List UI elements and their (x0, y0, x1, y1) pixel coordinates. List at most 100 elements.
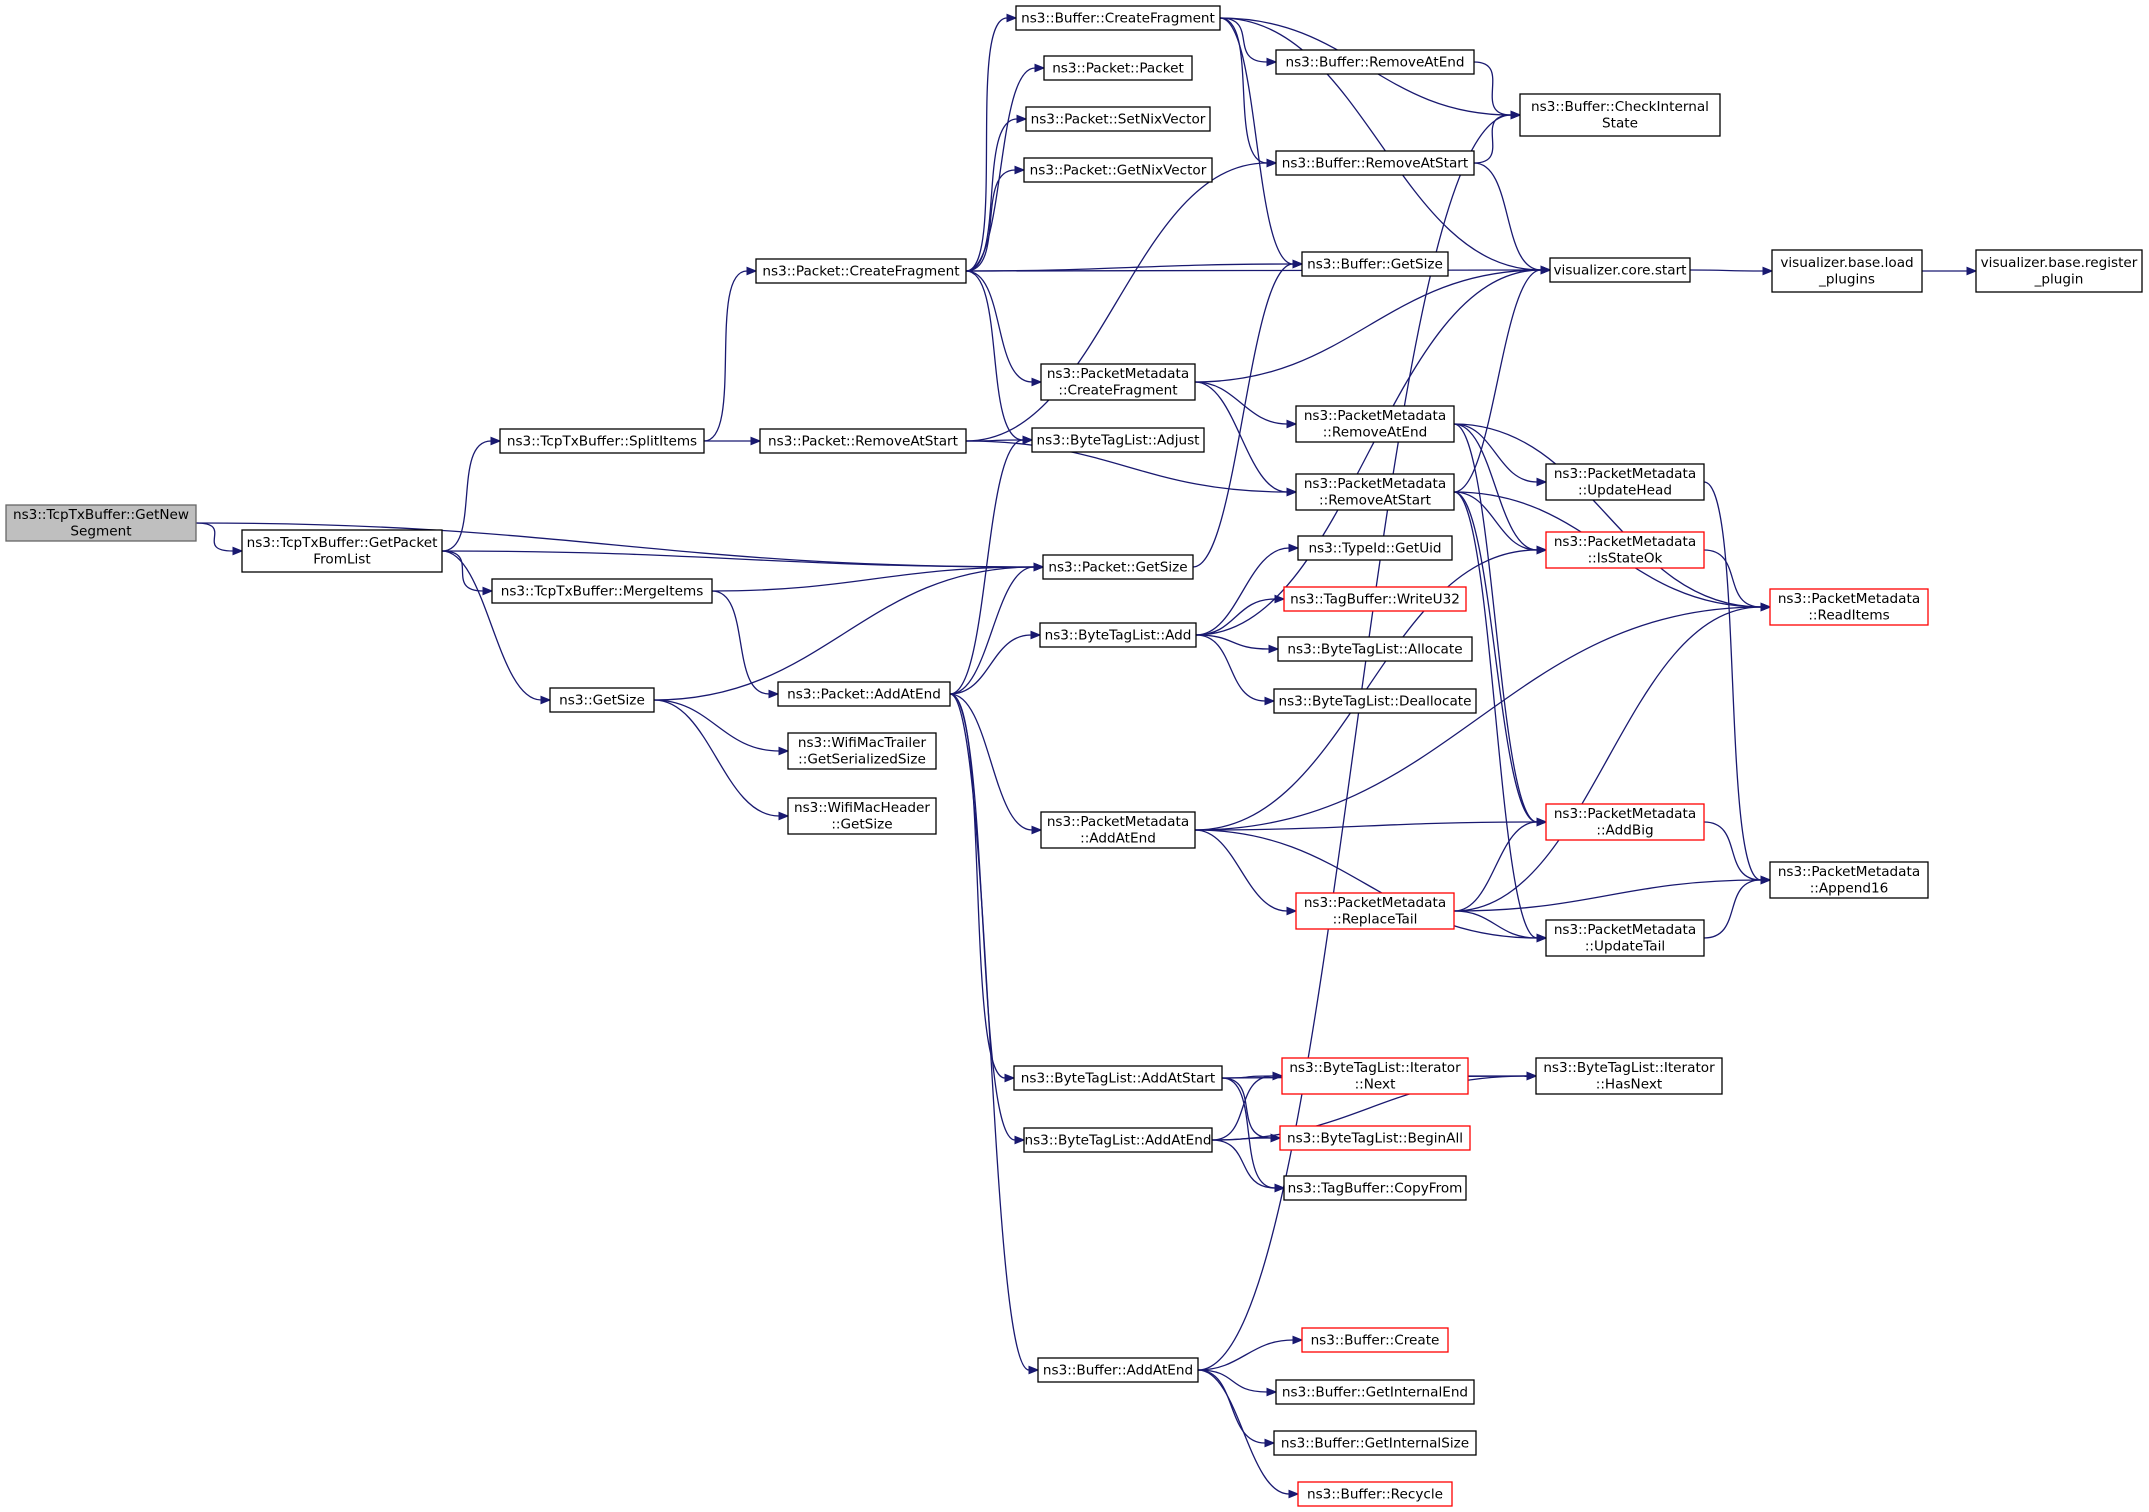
arrowhead (746, 266, 758, 276)
node-buffer-getinternalend[interactable]: ns3::Buffer::GetInternalEnd (1275, 1379, 1475, 1405)
node-box (1519, 93, 1721, 137)
node-packet-createfragment[interactable]: ns3::Packet::CreateFragment (755, 258, 967, 284)
node-label: ns3::Buffer::RemoveAtStart (1282, 155, 1468, 171)
node-viz-base-register[interactable]: visualizer.base.register_plugin (1975, 249, 2143, 293)
node-tagbuffer-writeu32[interactable]: ns3::TagBuffer::WriteU32 (1283, 586, 1467, 612)
node-layer: ns3::TcpTxBuffer::GetNewSegmentns3::TcpT… (5, 5, 2143, 1507)
edge-buffer-removeatstart-to-viz-core-start (1473, 162, 1552, 275)
arrowhead (1268, 644, 1280, 654)
node-label: ns3::PacketMetadata (1778, 864, 1920, 880)
node-packet-setnix[interactable]: ns3::Packet::SetNixVector (1025, 106, 1211, 132)
arrowhead (1031, 825, 1043, 835)
node-label: ns3::Packet::Packet (1052, 60, 1184, 76)
node-pm-updatehead[interactable]: ns3::PacketMetadata::UpdateHead (1545, 463, 1705, 501)
node-box (241, 529, 443, 573)
node-wifimacheader[interactable]: ns3::WifiMacHeader::GetSize (787, 797, 937, 835)
node-getsize[interactable]: ns3::GetSize (549, 687, 655, 713)
node-btl-addatstart[interactable]: ns3::ByteTagList::AddAtStart (1013, 1065, 1223, 1091)
edge-btl-add-to-btl-deallocate (1195, 634, 1276, 706)
node-btl-iter-next[interactable]: ns3::ByteTagList::Iterator::Next (1281, 1057, 1469, 1095)
node-label: ns3::TcpTxBuffer::GetNew (13, 507, 189, 523)
node-packet-addatend[interactable]: ns3::Packet::AddAtEnd (777, 681, 951, 707)
node-packet-packet[interactable]: ns3::Packet::Packet (1043, 55, 1193, 81)
node-btl-adjust[interactable]: ns3::ByteTagList::Adjust (1031, 427, 1205, 453)
node-label: ::HasNext (1596, 1077, 1662, 1093)
node-buffer-removeatstart[interactable]: ns3::Buffer::RemoveAtStart (1275, 150, 1475, 176)
edge-packet-createfragment-to-btl-adjust (965, 270, 1034, 445)
node-btl-allocate[interactable]: ns3::ByteTagList::Allocate (1277, 636, 1473, 662)
edge-getpacketfromlist-to-splititems (441, 436, 502, 552)
node-label: ns3::Buffer::AddAtEnd (1043, 1362, 1193, 1378)
node-pm-removeatstart[interactable]: ns3::PacketMetadata::RemoveAtStart (1295, 473, 1455, 511)
node-buffer-removeatend[interactable]: ns3::Buffer::RemoveAtEnd (1275, 49, 1475, 75)
node-pm-removeatend[interactable]: ns3::PacketMetadata::RemoveAtEnd (1295, 405, 1455, 443)
edge-buffer-addatend-to-buffer-getinternalsize (1197, 1369, 1276, 1448)
node-label: ns3::Packet::GetSize (1048, 559, 1187, 575)
node-pm-readitems[interactable]: ns3::PacketMetadata::ReadItems (1769, 588, 1929, 626)
node-buffer-create[interactable]: ns3::Buffer::Create (1301, 1327, 1449, 1353)
node-label: ::AddAtEnd (1080, 831, 1156, 847)
node-wifimactrailer[interactable]: ns3::WifiMacTrailer::GetSerializedSize (787, 732, 937, 770)
node-label: ns3::Buffer::CreateFragment (1021, 10, 1215, 26)
node-box (1039, 622, 1197, 648)
edge-packet-createfragment-to-packet-setnix (965, 114, 1028, 272)
node-buffer-getsize[interactable]: ns3::Buffer::GetSize (1301, 251, 1449, 277)
node-btl-iter-hasnext[interactable]: ns3::ByteTagList::Iterator::HasNext (1535, 1057, 1723, 1095)
node-btl-addatend[interactable]: ns3::ByteTagList::AddAtEnd (1023, 1127, 1213, 1153)
node-pm-createfragment[interactable]: ns3::PacketMetadata::CreateFragment (1040, 363, 1196, 401)
node-label: ns3::ByteTagList::Iterator (1543, 1060, 1715, 1076)
node-tagbuffer-copyfrom[interactable]: ns3::TagBuffer::CopyFrom (1283, 1175, 1467, 1201)
node-mergeitems[interactable]: ns3::TcpTxBuffer::MergeItems (491, 578, 713, 604)
node-buffer-getinternalsize[interactable]: ns3::Buffer::GetInternalSize (1273, 1430, 1477, 1456)
node-label: ns3::ByteTagList::Deallocate (1278, 693, 1471, 709)
node-box (1273, 1430, 1477, 1456)
edge-getpacketfromlist-to-packet-getsize (441, 550, 1045, 572)
node-pm-updatetail[interactable]: ns3::PacketMetadata::UpdateTail (1545, 919, 1705, 957)
node-label: ns3::PacketMetadata (1304, 408, 1446, 424)
node-label: ns3::Buffer::GetSize (1307, 256, 1443, 272)
arrowhead (1033, 562, 1045, 572)
node-box (1042, 554, 1194, 580)
node-label: ::GetSize (831, 817, 892, 833)
node-buffer-createfragment[interactable]: ns3::Buffer::CreateFragment (1015, 5, 1221, 31)
node-btl-beginall[interactable]: ns3::ByteTagList::BeginAll (1279, 1125, 1471, 1151)
node-box (491, 578, 713, 604)
node-buffer-addatend[interactable]: ns3::Buffer::AddAtEnd (1037, 1357, 1199, 1383)
node-packet-getsize[interactable]: ns3::Packet::GetSize (1042, 554, 1194, 580)
node-buffer-recycle[interactable]: ns3::Buffer::Recycle (1297, 1481, 1453, 1507)
edge-getpacketfromlist-to-getsize (441, 550, 552, 705)
node-box (1023, 1127, 1213, 1153)
node-label: ::RemoveAtStart (1319, 493, 1431, 509)
node-pm-append16[interactable]: ns3::PacketMetadata::Append16 (1769, 861, 1929, 899)
node-viz-core-start[interactable]: visualizer.core.start (1549, 257, 1691, 283)
node-label: ns3::TcpTxBuffer::GetPacket (247, 535, 438, 551)
arrowhead (1030, 630, 1042, 640)
node-box (777, 681, 951, 707)
node-pm-isstateok[interactable]: ns3::PacketMetadata::IsStateOk (1545, 531, 1705, 569)
node-splititems[interactable]: ns3::TcpTxBuffer::SplitItems (499, 428, 705, 454)
node-box (1031, 427, 1205, 453)
node-box (1025, 106, 1211, 132)
node-btl-deallocate[interactable]: ns3::ByteTagList::Deallocate (1273, 688, 1477, 714)
edge-btl-add-to-tagbuffer-writeu32 (1195, 594, 1286, 636)
arrowhead (1014, 1135, 1026, 1145)
node-packet-removeatstart[interactable]: ns3::Packet::RemoveAtStart (759, 428, 967, 454)
node-pm-addbig[interactable]: ns3::PacketMetadata::AddBig (1545, 803, 1705, 841)
node-btl-add[interactable]: ns3::ByteTagList::Add (1039, 622, 1197, 648)
node-typeid-getuid[interactable]: ns3::TypeId::GetUid (1297, 535, 1453, 561)
node-box (1015, 5, 1221, 31)
edge-getsize-to-wifimacheader (653, 699, 790, 821)
arrowhead (1272, 1071, 1284, 1081)
node-box (1545, 919, 1705, 957)
arrowhead (1264, 696, 1276, 706)
node-pm-addatend[interactable]: ns3::PacketMetadata::AddAtEnd (1040, 811, 1196, 849)
node-packet-getnix[interactable]: ns3::Packet::GetNixVector (1023, 157, 1213, 183)
node-box (5, 504, 197, 542)
edge-packet-addatend-to-packet-getsize (949, 562, 1045, 695)
node-viz-base-load[interactable]: visualizer.base.load_plugins (1771, 249, 1923, 293)
node-pm-replacetail[interactable]: ns3::PacketMetadata::ReplaceTail (1295, 892, 1455, 930)
